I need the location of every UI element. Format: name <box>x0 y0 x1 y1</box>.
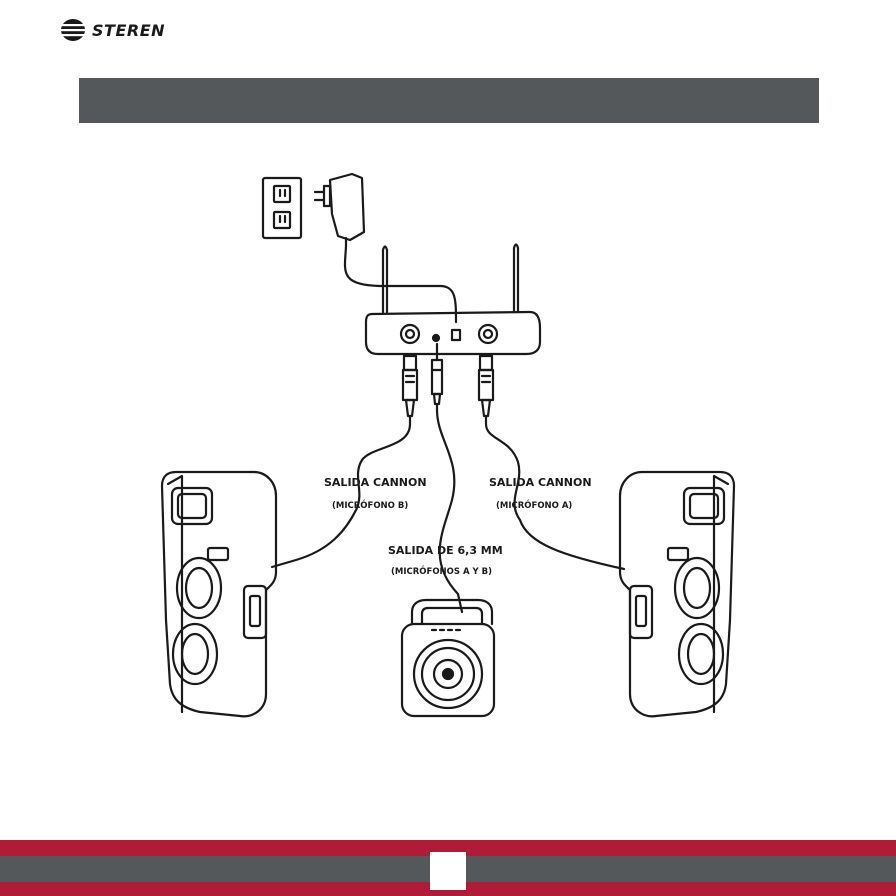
label-jack: SALIDA DE 6,3 MM <box>388 544 503 557</box>
wall-outlet <box>263 178 301 238</box>
speaker-left <box>162 472 276 716</box>
xlr-connector-a <box>479 356 493 416</box>
cable-cannon-a <box>486 416 624 569</box>
xlr-connector-b <box>403 356 417 416</box>
label-cannon-a: SALIDA CANNON <box>489 476 592 489</box>
cable-jack <box>437 404 462 612</box>
page-number-box <box>430 852 466 890</box>
label-cannon-b-sub: (MICRÓFONO B) <box>332 499 408 511</box>
speaker-right <box>620 472 734 716</box>
label-cannon-b: SALIDA CANNON <box>324 476 427 489</box>
speaker-center <box>402 600 494 716</box>
footer <box>0 840 896 896</box>
wireless-receiver <box>366 245 540 355</box>
label-cannon-a-sub: (MICRÓFONO A) <box>496 499 572 511</box>
label-jack-sub: (MICRÓFONOS A Y B) <box>391 565 492 577</box>
